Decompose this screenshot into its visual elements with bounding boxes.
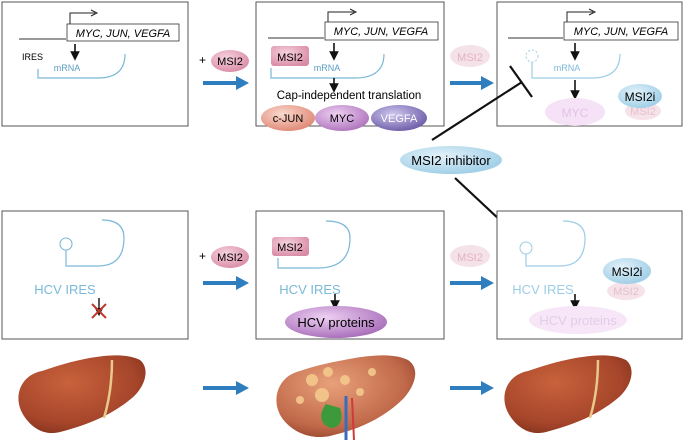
- top-panel-1: MYC, JUN, VEGFA IRES mRNA: [1, 1, 189, 127]
- protein-myc-faded: [545, 98, 605, 126]
- mrna-strand: [37, 53, 126, 79]
- mrna-label: mRNA: [554, 63, 581, 73]
- protein-cjun-label: c-JUN: [273, 113, 304, 125]
- hcv-ires-label: HCV IRES: [512, 282, 574, 297]
- bottom-panel-3: HCV IRES HCV proteins MSI2 MSI2i: [496, 210, 683, 340]
- protein-cjun: [261, 105, 315, 131]
- hcv-ires-label: HCV IRES: [279, 282, 341, 297]
- msi2-faded-label: MSI2: [613, 286, 639, 298]
- msi2-label: MSI2: [277, 242, 303, 254]
- inhibitor-label: MSI2 inhibitor: [411, 153, 491, 168]
- mrna-label: mRNA: [314, 63, 341, 73]
- msi2-bound: [272, 237, 309, 256]
- liver-healthy-left-icon: [18, 355, 146, 434]
- gene-box: [66, 23, 180, 42]
- liver-diseased-icon: [276, 355, 416, 441]
- msi2-faded-oval: [450, 45, 490, 67]
- gene-label: MYC, JUN, VEGFA: [76, 28, 171, 40]
- msi2-bound: [271, 46, 309, 66]
- gene-label: MYC, JUN, VEGFA: [334, 26, 429, 38]
- bottom-panel-1: HCV IRES: [1, 210, 189, 340]
- protein-myc-label: MYC: [330, 113, 355, 125]
- promoter-arrow-icon: [69, 12, 95, 24]
- gene-label: MYC, JUN, VEGFA: [574, 26, 669, 38]
- msi2-faded-label: MSI2: [630, 106, 656, 118]
- msi2-label: MSI2: [277, 52, 303, 64]
- plus-sign: +: [199, 249, 206, 263]
- top-panel-2: MYC, JUN, VEGFA MSI2 mRNA Cap-independen…: [255, 1, 445, 131]
- msi2-add-oval: [211, 246, 249, 268]
- ires-label: IRES: [22, 52, 43, 62]
- promoter-arrow-icon: [327, 11, 354, 22]
- cross-icon: [91, 303, 107, 319]
- msi2-faded-oval: [450, 245, 490, 267]
- msi2i-label: MSI2i: [625, 90, 656, 104]
- bottom-panel-2: MSI2 HCV IRES HCV proteins: [255, 210, 445, 340]
- msi2i-oval: [618, 84, 662, 108]
- msi2i-oval: [603, 258, 651, 284]
- msi2-add-label: MSI2: [217, 252, 243, 264]
- inhibition-line-top: [431, 81, 523, 141]
- msi2-faded-label: MSI2: [457, 252, 483, 264]
- protein-vegfa: [371, 105, 427, 131]
- mrna-label: mRNA: [54, 63, 81, 73]
- hcv-ires-label: HCV IRES: [34, 282, 96, 297]
- inhibition-bar-top-icon: [509, 65, 533, 98]
- msi2-add-label: MSI2: [217, 56, 243, 68]
- hcv-proteins-faded-oval: [529, 306, 627, 334]
- protein-vegfa-label: VEGFA: [381, 113, 418, 125]
- mrna-strand: [270, 53, 385, 79]
- hcv-proteins-label: HCV proteins: [297, 315, 375, 330]
- hcv-rna-strand: [65, 219, 125, 267]
- protein-myc: [315, 105, 369, 131]
- inhibitor-oval: [400, 146, 502, 174]
- msi2-faded-oval: [607, 282, 645, 300]
- liver-healthy-right-icon: [504, 355, 632, 434]
- hcv-proteins-faded-label: HCV proteins: [539, 313, 617, 328]
- promoter-arrow-icon: [566, 11, 593, 22]
- plus-sign: +: [199, 53, 206, 67]
- msi2i-label: MSI2i: [612, 265, 643, 279]
- mrna-strand: [531, 53, 621, 79]
- hcv-rna-strand: [525, 220, 586, 267]
- protein-myc-faded-label: MYC: [562, 106, 589, 120]
- msi2-faded-label: MSI2: [457, 52, 483, 64]
- msi2-add-oval: [211, 50, 249, 72]
- top-panel-3: MYC, JUN, VEGFA mRNA MYC MSI2 MSI2i: [496, 1, 683, 127]
- hcv-proteins-oval: [285, 306, 387, 338]
- hcv-rna-strand: [277, 220, 351, 269]
- translation-label: Cap-independent translation: [277, 90, 422, 102]
